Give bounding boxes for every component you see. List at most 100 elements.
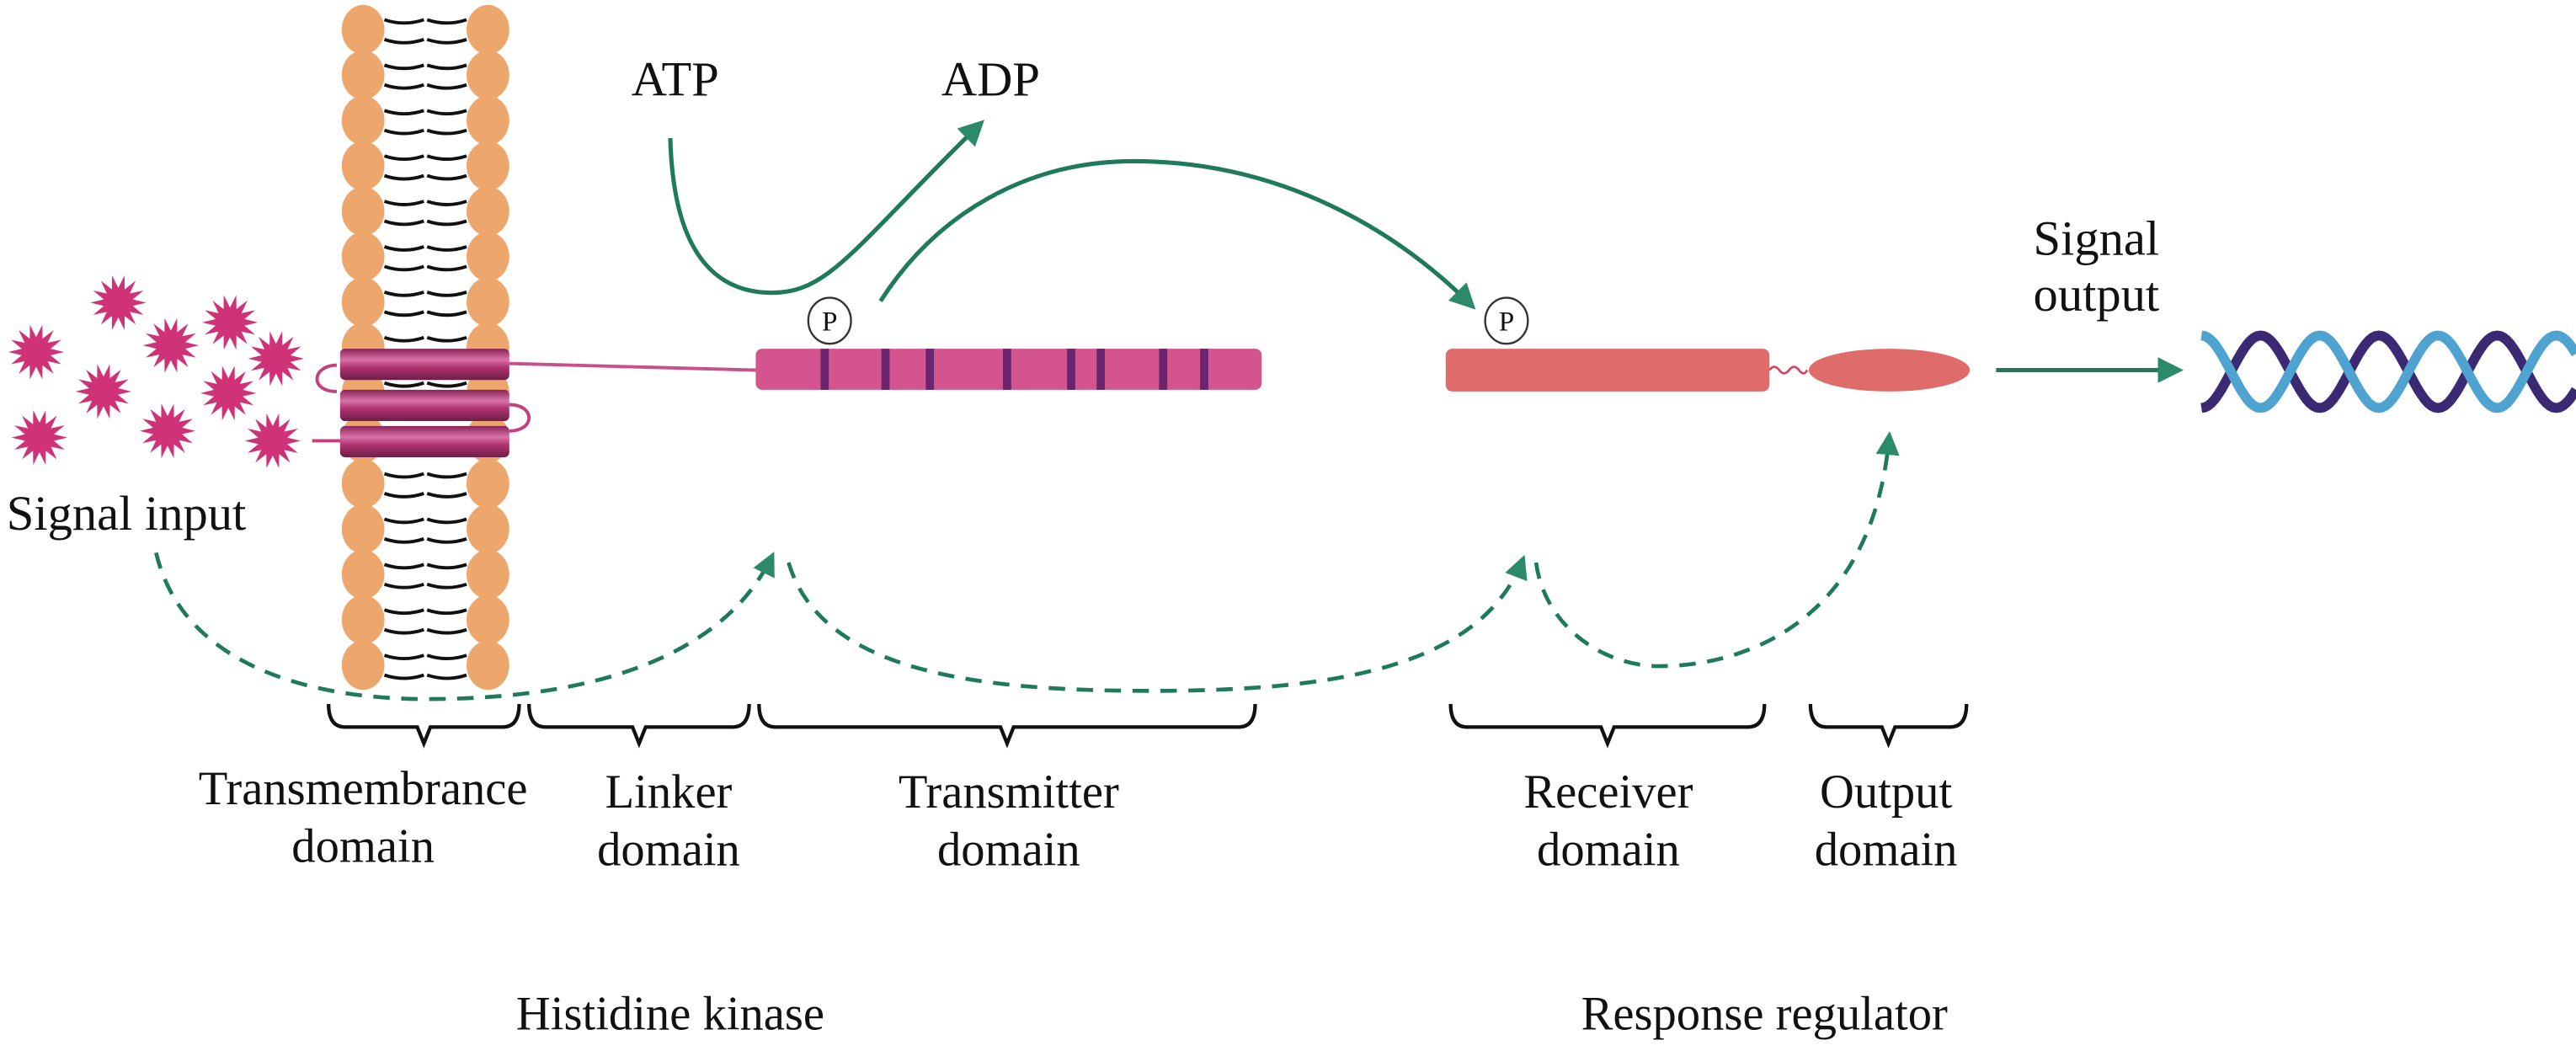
lipid-tail: [383, 264, 424, 272]
adp-label: ADP: [941, 51, 1040, 106]
transmitter-band: [1067, 349, 1075, 390]
lipid-tail: [383, 563, 424, 570]
transmitter-band: [820, 349, 829, 390]
lipid-tail: [426, 173, 467, 181]
lipid-tail: [426, 608, 467, 616]
domain-label-receiver-1: Receiver: [1523, 766, 1693, 819]
signal-molecule-icon: [11, 410, 67, 465]
lipid-head-left: [341, 186, 385, 237]
lipid-head-left: [341, 141, 385, 191]
lipid-tail: [383, 472, 424, 479]
receiver-domain-bar: [1445, 349, 1770, 392]
dna-strand-dark: [2200, 330, 2576, 413]
lipid-head-right: [467, 4, 509, 55]
lipid-head-left: [341, 458, 385, 509]
transmitter-band: [881, 349, 890, 390]
transmitter-band: [1159, 349, 1168, 390]
lipid-head-left: [341, 50, 385, 100]
response-regulator-protein: [1445, 349, 1971, 392]
lipid-head-right: [467, 141, 509, 191]
domain-braces: [327, 703, 1969, 749]
domain-label-transmembrane-2: domain: [291, 820, 435, 872]
signal-input-label: Signal input: [7, 486, 246, 541]
lipid-tail: [383, 109, 424, 116]
lipid-tail: [383, 291, 424, 297]
transmitter-bands: [820, 349, 1208, 390]
lipid-tail: [426, 109, 467, 116]
lipid-tail: [383, 173, 424, 181]
lipid-tail: [383, 673, 424, 680]
lipid-tail: [426, 582, 467, 589]
helix-3: [339, 425, 509, 458]
signal-output-label-line1: Signal: [2034, 211, 2160, 266]
domain-label-output-1: Output: [1820, 766, 1952, 819]
lipid-head-left: [341, 640, 385, 691]
brace-transmembrane: [327, 703, 521, 749]
lipid-tail: [383, 18, 424, 25]
lipid-tail: [426, 291, 467, 297]
phosphate-transmitter: P: [807, 296, 852, 345]
signal-molecule-icon: [8, 324, 65, 380]
lipid-tail: [426, 492, 467, 499]
lipid-tail: [426, 200, 467, 206]
lipid-tail: [426, 83, 467, 90]
lipid-head-right: [467, 458, 509, 509]
lipid-head-right: [467, 595, 509, 645]
lipid-tail: [426, 472, 467, 479]
lipid-tail: [426, 335, 467, 343]
lipid-tail: [426, 38, 467, 45]
signal-molecule-icon: [244, 413, 301, 468]
lipid-head-left: [341, 232, 385, 282]
dna-strand-light: [2200, 330, 2576, 413]
domain-label-output-2: domain: [1815, 824, 1958, 876]
lipid-tail: [383, 310, 424, 317]
lipid-tail: [426, 310, 467, 317]
lipid-tail: [383, 154, 424, 162]
phosphotransfer-arrow: [878, 158, 1476, 310]
linker-chain: [509, 361, 756, 372]
lipid-tail: [426, 128, 467, 136]
lipid-tail: [383, 219, 424, 227]
lipid-head-right: [467, 95, 509, 146]
lipid-head-right: [467, 640, 509, 691]
lipid-tail: [426, 673, 467, 680]
lipid-tail: [383, 335, 424, 343]
lipid-tail: [383, 582, 424, 589]
signal-molecule-icon: [90, 275, 147, 330]
lipid-head-right: [467, 504, 509, 554]
transmitter-band: [1200, 349, 1208, 390]
dashed-arrow-receiver-to-output: [1533, 431, 1900, 669]
lipid-tail: [383, 653, 424, 661]
domain-label-linker-2: domain: [597, 824, 740, 876]
brace-transmitter: [757, 703, 1257, 749]
domain-label-transmembrane-1: Transmembrance: [199, 763, 528, 815]
lipid-tail: [426, 627, 467, 635]
helix-loop-left: [315, 363, 338, 393]
helix-loop-right: [509, 403, 531, 433]
lipid-tail: [426, 381, 467, 388]
domain-label-transmitter-2: domain: [937, 824, 1080, 876]
output-domain-ellipse: [1808, 349, 1971, 392]
lipid-tail: [383, 627, 424, 635]
signal-output-label-line2: output: [2034, 267, 2160, 322]
lipid-head-right: [467, 549, 509, 600]
lipid-head-left: [341, 95, 385, 146]
lipid-tail: [426, 653, 467, 661]
lipid-head-right: [467, 277, 509, 327]
response-regulator-label: Response regulator: [1581, 989, 1948, 1041]
atp-to-adp-arrow: [668, 120, 985, 296]
dashed-arrow-transmitter-to-receiver: [787, 554, 1528, 693]
lipid-tail: [383, 245, 424, 252]
lipid-tail: [426, 517, 467, 525]
signal-molecule-icon: [139, 403, 196, 459]
lipid-head-right: [467, 232, 509, 282]
transmitter-domain-bar: [755, 349, 1262, 390]
transmitter-band: [1096, 349, 1105, 390]
brace-output: [1808, 703, 1969, 749]
lipid-head-left: [341, 277, 385, 327]
brace-receiver: [1448, 703, 1767, 749]
lipid-head-left: [341, 549, 385, 600]
helix-2: [339, 389, 509, 422]
